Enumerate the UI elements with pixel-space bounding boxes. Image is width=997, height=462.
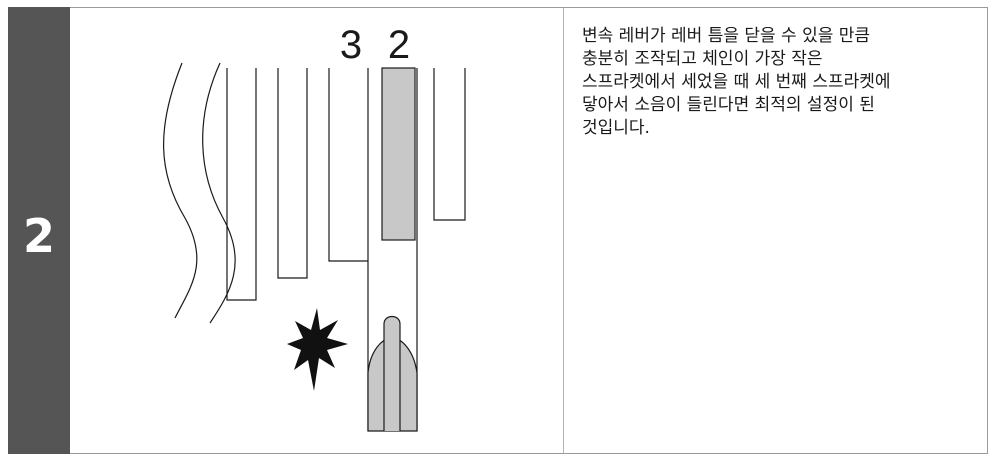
sprocket-label-3: 3 [340, 23, 362, 67]
lever-pin [383, 315, 401, 431]
step-sidebar: 2 [8, 7, 70, 454]
sprocket-outline-1 [226, 68, 257, 301]
sprocket-2-highlight [381, 67, 416, 241]
instruction-text: 변속 레버가 레버 틈을 닫을 수 있을 만큼 충분히 조작되고 체인이 가장 … [582, 26, 891, 138]
sprocket-label-2: 2 [388, 23, 410, 67]
break-line-left [162, 62, 198, 319]
break-line-right [202, 62, 236, 324]
step-panel [8, 7, 988, 454]
sprocket-outline-5 [433, 68, 466, 221]
chain-sprocket-illustration: 3 2 [162, 23, 466, 432]
step-number: 2 [22, 209, 55, 263]
column-divider [563, 8, 564, 453]
sprocket-outline-3 [328, 68, 368, 262]
noise-burst-icon [287, 308, 348, 391]
sprocket-outline-2 [277, 68, 308, 279]
